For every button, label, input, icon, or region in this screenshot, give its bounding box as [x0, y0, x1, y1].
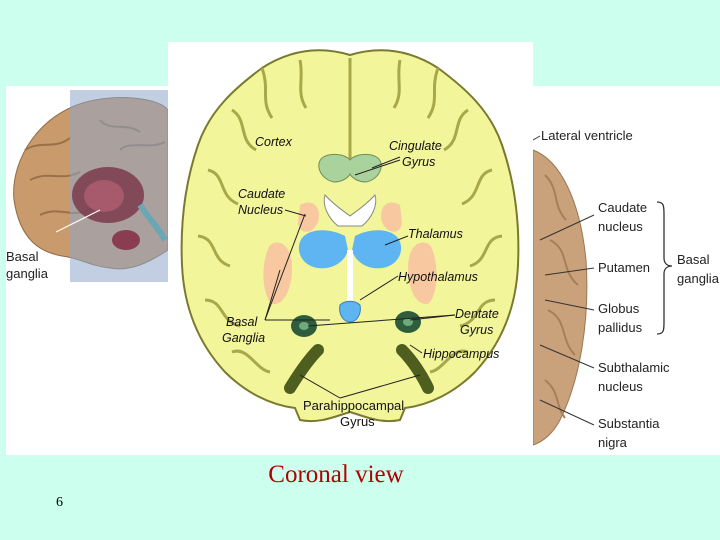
center-leader-lines — [264, 156, 456, 399]
putamen-right — [408, 242, 437, 305]
dentate-gyrus-label-line2: Gyrus — [460, 323, 493, 337]
putamen-left — [263, 242, 292, 305]
white-matter-ventricles — [323, 194, 377, 227]
thalamus-label: Thalamus — [408, 227, 463, 241]
parahippocampal-label-line2: Gyrus — [340, 414, 375, 429]
basal-ganglia-group-label-line1: Basal — [677, 252, 710, 267]
caudate-label-line1: Caudate — [238, 187, 285, 201]
cingulate-label-line2: Gyrus — [402, 155, 435, 169]
third-ventricle — [347, 250, 353, 310]
globus-pallidus-label-line1: Globus — [598, 301, 640, 316]
caudate-nucleus-label-line2: nucleus — [598, 219, 643, 234]
thalamus-left — [298, 230, 348, 269]
left-basal-label-line2: ganglia — [6, 266, 49, 281]
caudate-label-line2: Nucleus — [238, 203, 283, 217]
caudate-nucleus-label-line1: Caudate — [598, 200, 647, 215]
basal-ganglia-group-label-line2: ganglia — [677, 271, 720, 286]
hippocampus-label: Hippocampus — [423, 347, 499, 361]
basal-ganglia-label-line1: Basal — [226, 315, 258, 329]
left-background-strip — [0, 86, 6, 455]
left-brain-panel: Basal ganglia — [6, 86, 169, 455]
thalamus-right — [352, 230, 402, 269]
slide-number: 6 — [56, 495, 63, 510]
basal-ganglia-brace — [656, 201, 673, 335]
slide-caption: Coronal view — [268, 461, 404, 488]
cingulate-label-line1: Cingulate — [389, 139, 442, 153]
hypothalamus-shape — [339, 300, 361, 323]
bottom-background-band — [0, 455, 720, 540]
dentate-gyrus-label-line1: Dentate — [455, 307, 499, 321]
substantia-nigra-label-line2: nigra — [598, 435, 628, 450]
caudate-right — [381, 202, 402, 232]
brain-outline — [180, 49, 520, 422]
subthalamic-nucleus-label-line1: Subthalamic — [598, 360, 670, 375]
hypothalamus-label: Hypothalamus — [398, 270, 478, 284]
hippocampus-left — [284, 344, 324, 394]
putamen-label: Putamen — [598, 260, 650, 275]
gyri-folds — [197, 58, 503, 374]
cortex-label: Cortex — [255, 135, 293, 149]
brain-figure: Basal ganglia Lateral ventricle Caudate … — [6, 42, 720, 455]
subthalamic-nucleus-label-line2: nucleus — [598, 379, 643, 394]
parahippocampal-label-line1: Parahippocampal — [303, 398, 404, 413]
substantia-nigra-label-line1: Substantia — [598, 416, 660, 431]
hippocampus-right — [396, 344, 434, 394]
basal-ganglia-label-line2: Ganglia — [222, 331, 265, 345]
right-brain-panel: Lateral ventricle Caudate nucleus Putame… — [532, 86, 720, 455]
globus-pallidus-label-line2: pallidus — [598, 320, 643, 335]
cingulate-gyrus-shape — [318, 153, 382, 183]
caudate-left — [298, 202, 319, 232]
lateral-ventricle-label: Lateral ventricle — [541, 128, 633, 143]
left-basal-label-line1: Basal — [6, 249, 39, 264]
right-brain-illustration — [532, 149, 588, 446]
coronal-section-panel: Cortex Cingulate Gyrus Caudate Nucleus T… — [168, 42, 533, 455]
